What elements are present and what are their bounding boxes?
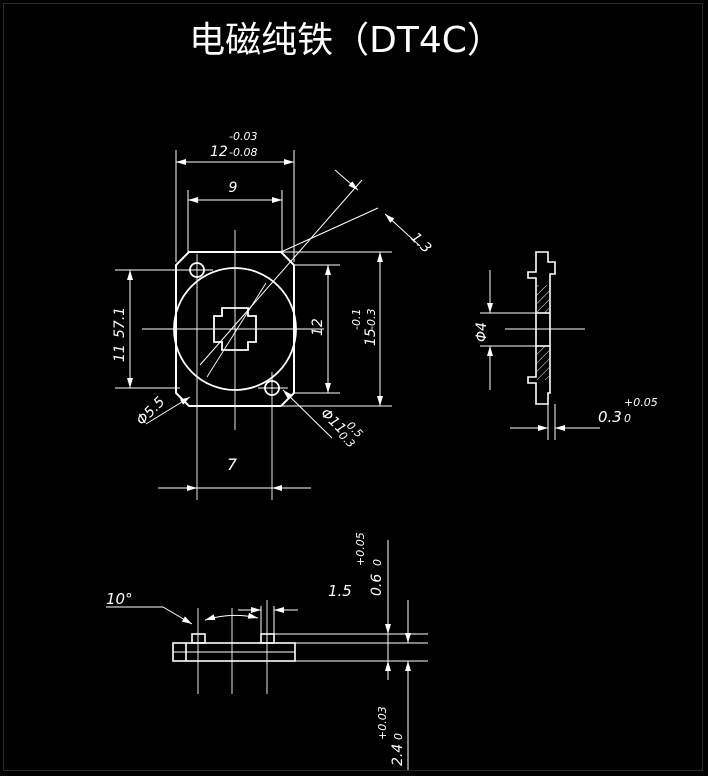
dim-height-left: 11: [112, 344, 128, 362]
dim-thickness-lower: 0: [624, 412, 631, 425]
dim-step-lower: 0: [371, 559, 384, 566]
bottom-dimensions: [106, 540, 428, 770]
dim-height-left-tail: 57.1: [112, 307, 128, 338]
dim-width-base: 12: [210, 144, 228, 160]
dim-width-lower: -0.08: [229, 146, 257, 159]
bottom-pin-right: [260, 633, 275, 644]
side-profile: [527, 251, 556, 405]
bottom-centerlines: [197, 600, 268, 694]
dim-thickness-upper: +0.05: [624, 396, 658, 409]
dim-inner-width: 9: [229, 180, 238, 196]
dim-outer-height-base: 15: [363, 328, 379, 346]
dim-total-upper: +0.03: [376, 706, 389, 740]
center-cutout: [213, 307, 257, 351]
front-dim-text: 12 -0.03 -0.08 9 1.3 11 57.1 12 15 -0.1 …: [112, 130, 434, 474]
side-hatch-bottom: [537, 346, 549, 380]
dim-step-upper: +0.05: [354, 532, 367, 566]
dim-inner-height: 12: [310, 318, 326, 336]
dim-angle: 10°: [106, 590, 133, 608]
dim-thickness-base: 0.3: [598, 408, 622, 426]
dim-hole-spacing: 7: [227, 455, 238, 474]
dim-step-base: 0.6: [369, 574, 385, 596]
dim-chamfer: 1.3: [407, 230, 434, 257]
dim-outer-height-upper: -0.1: [350, 309, 363, 330]
dim-width-upper: -0.03: [229, 130, 257, 143]
bottom-pin-left: [191, 633, 206, 644]
dim-total-lower: 0: [392, 733, 405, 740]
dim-hole-dia: Φ5.5: [134, 394, 169, 429]
dim-gap: 1.5: [328, 582, 352, 600]
dim-total-base: 2.4: [390, 744, 406, 766]
side-dimensions: [480, 270, 600, 440]
dim-outer-height-lower: -0.3: [365, 309, 378, 330]
side-dim-text: Φ4 0.3 +0.05 0: [474, 322, 658, 426]
bottom-view: [172, 633, 296, 662]
drawing-title: 电磁纯铁（DT4C）: [189, 20, 503, 61]
front-centerlines: [142, 230, 324, 500]
side-hatch-top: [537, 285, 549, 313]
dim-side-dia: Φ4: [474, 322, 490, 342]
side-view: [527, 251, 556, 405]
front-dimensions: [115, 150, 421, 491]
bottom-dim-text: 10° 1.5 0.6 +0.05 0 2.4 +0.03 0: [106, 532, 406, 766]
